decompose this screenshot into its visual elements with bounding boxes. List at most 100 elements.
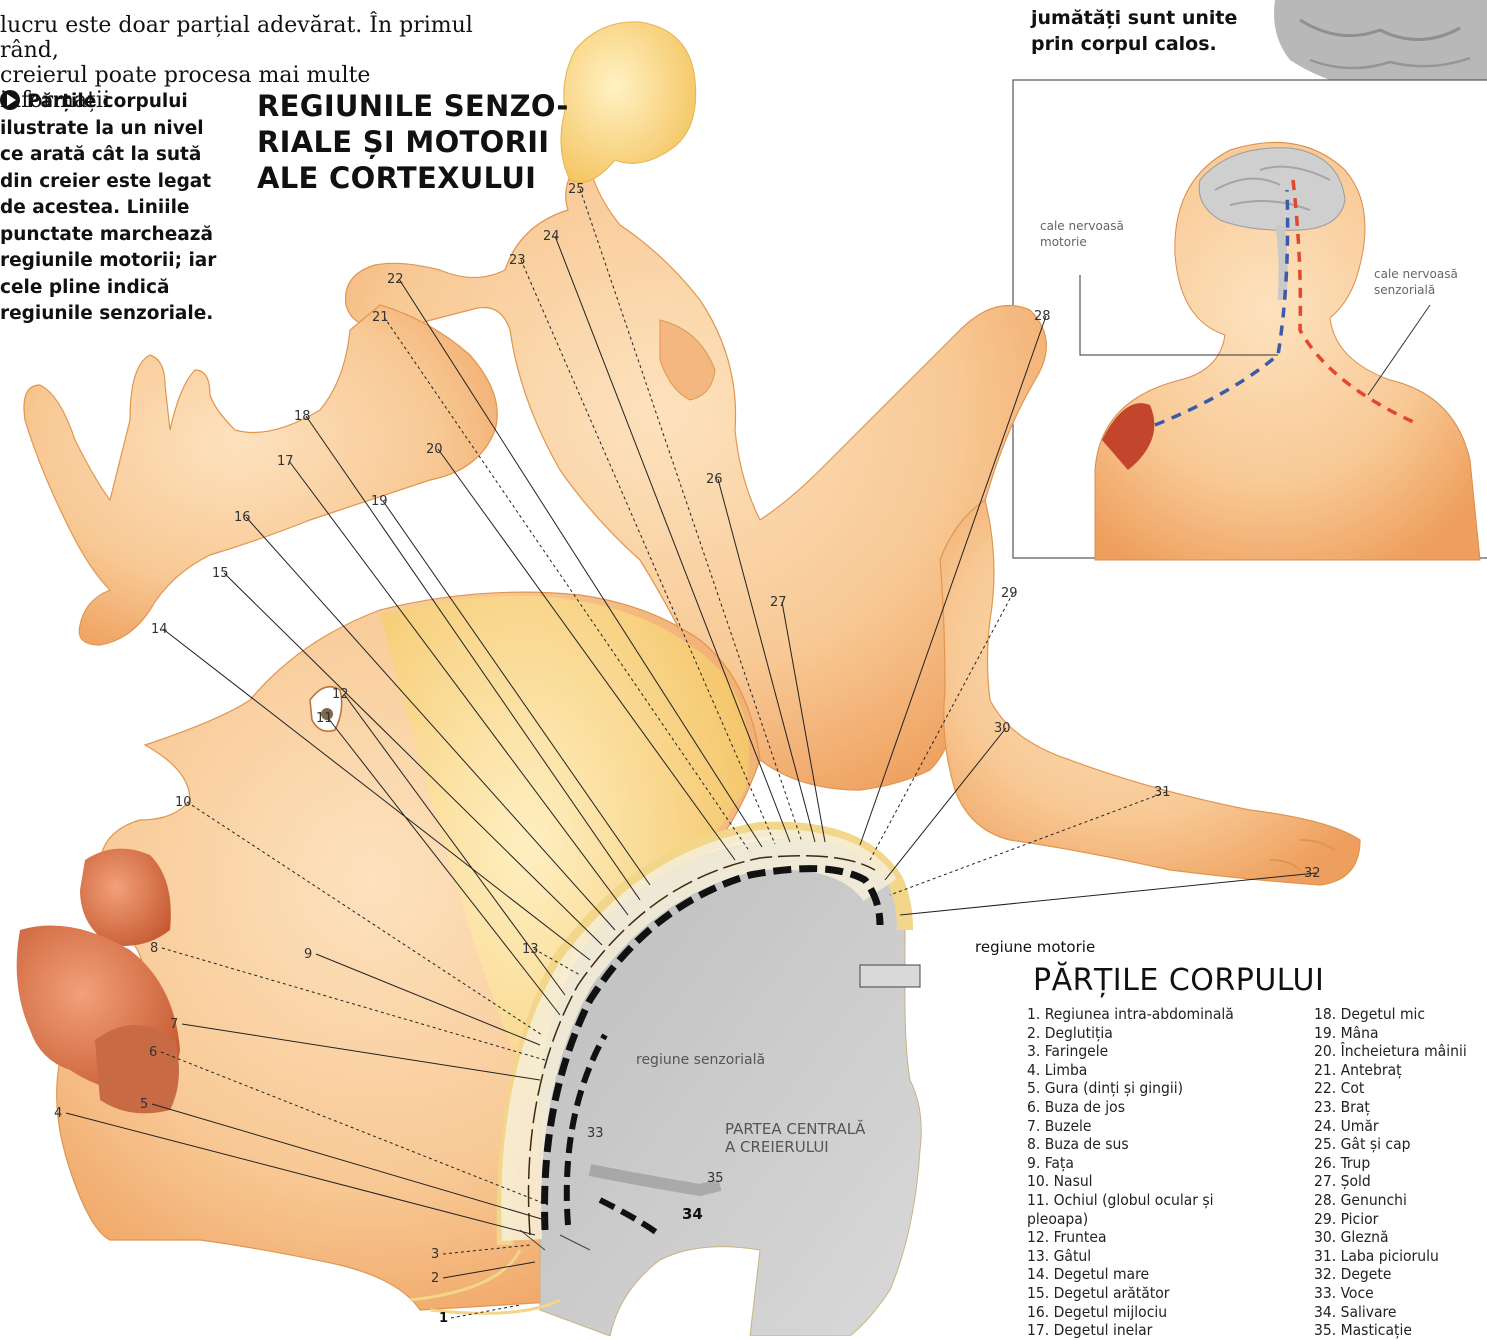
legend-item: 9. Fața bbox=[1027, 1154, 1234, 1173]
body-part-number-6: 6 bbox=[149, 1045, 157, 1060]
body-part-number-18: 18 bbox=[294, 409, 311, 424]
body-part-number-16: 16 bbox=[234, 510, 251, 525]
body-part-number-28: 28 bbox=[1034, 309, 1051, 324]
sensory-region-label: regiune senzorială bbox=[636, 1052, 765, 1068]
legend-item: 19. Mâna bbox=[1314, 1024, 1467, 1043]
body-part-number-12: 12 bbox=[332, 687, 349, 702]
body-part-number-5: 5 bbox=[140, 1097, 148, 1112]
legend-item: 2. Deglutiția bbox=[1027, 1024, 1234, 1043]
body-part-number-7: 7 bbox=[170, 1017, 178, 1032]
spinal-pathway-inset: cale nervoasă motorie cale nervoasă senz… bbox=[1013, 80, 1487, 560]
legend-item: 15. Degetul arătător bbox=[1027, 1284, 1234, 1303]
legend-item: 5. Gura (dinți și gingii) bbox=[1027, 1079, 1234, 1098]
legend-item: 11. Ochiul (globul ocular și bbox=[1027, 1191, 1234, 1210]
legend-item: 12. Fruntea bbox=[1027, 1228, 1234, 1247]
legend-item: 30. Gleznă bbox=[1314, 1228, 1467, 1247]
legend-item: 27. Șold bbox=[1314, 1172, 1467, 1191]
body-part-number-27: 27 bbox=[770, 595, 787, 610]
legend-item: pleoapa) bbox=[1027, 1210, 1234, 1229]
inset-top-caption: jumătăți sunt unite prin corpul calos. bbox=[1031, 5, 1237, 57]
body-part-number-4: 4 bbox=[54, 1106, 62, 1121]
body-part-number-11: 11 bbox=[316, 711, 333, 726]
body-part-number-15: 15 bbox=[212, 566, 229, 581]
inset-sensory-label-1: cale nervoasă bbox=[1374, 267, 1458, 281]
body-part-number-13: 13 bbox=[522, 942, 539, 957]
legend-item: 20. Încheietura mâinii bbox=[1314, 1042, 1467, 1061]
legend-item: 14. Degetul mare bbox=[1027, 1265, 1234, 1284]
body-part-number-2: 2 bbox=[431, 1271, 439, 1286]
body-part-number-9: 9 bbox=[304, 947, 312, 962]
body-part-number-17: 17 bbox=[277, 454, 294, 469]
inset-top-caption-line: jumătăți sunt unite bbox=[1031, 5, 1237, 31]
leader-line bbox=[900, 873, 1316, 915]
legend-item: 16. Degetul mijlociu bbox=[1027, 1303, 1234, 1322]
legend-item: 31. Laba piciorulu bbox=[1314, 1247, 1467, 1266]
legend-item: 24. Umăr bbox=[1314, 1117, 1467, 1136]
left-caption-line: Părțile corpului bbox=[27, 91, 188, 112]
legend-item: 13. Gâtul bbox=[1027, 1247, 1234, 1266]
body-part-number-10: 10 bbox=[175, 795, 192, 810]
left-caption-line: punctate marchează bbox=[0, 222, 240, 249]
central-brain-label: PARTEA CENTRALĂ A CREIERULUI bbox=[725, 1120, 865, 1156]
left-caption-line: regiunile motorii; iar bbox=[0, 248, 240, 275]
body-part-number-30: 30 bbox=[994, 721, 1011, 736]
left-caption-line: ce arată cât la sută bbox=[0, 142, 240, 169]
legend-item: 8. Buza de sus bbox=[1027, 1135, 1234, 1154]
legend-item: 18. Degetul mic bbox=[1314, 1005, 1467, 1024]
body-part-number-25: 25 bbox=[568, 182, 585, 197]
body-part-number-21: 21 bbox=[372, 310, 389, 325]
motor-region-label: regiune motorie bbox=[975, 938, 1095, 956]
body-part-number-29: 29 bbox=[1001, 586, 1018, 601]
inset-sensory-label-2: senzorială bbox=[1374, 283, 1435, 297]
legend-item: 32. Degete bbox=[1314, 1265, 1467, 1284]
body-part-number-20: 20 bbox=[426, 442, 443, 457]
left-caption-line: din creier este legat bbox=[0, 169, 240, 196]
left-caption-line: de acestea. Liniile bbox=[0, 195, 240, 222]
legend-item: 4. Limba bbox=[1027, 1061, 1234, 1080]
left-caption-line: regiunile senzoriale. bbox=[0, 301, 240, 328]
legend-item: 1. Regiunea intra-abdominală bbox=[1027, 1005, 1234, 1024]
body-part-number-35: 35 bbox=[707, 1171, 724, 1186]
body-part-number-22: 22 bbox=[387, 272, 404, 287]
diagram-title: REGIUNILE SENZO- RIALE ȘI MOTORII ALE CO… bbox=[257, 88, 569, 196]
legend-item: 6. Buza de jos bbox=[1027, 1098, 1234, 1117]
body-part-number-3: 3 bbox=[431, 1247, 439, 1262]
central-brain-label-line: PARTEA CENTRALĂ bbox=[725, 1120, 865, 1138]
diagram-title-line: ALE CORTEXULUI bbox=[257, 160, 569, 196]
arrow-right-bullet-icon bbox=[0, 90, 20, 110]
legend-item: 29. Picior bbox=[1314, 1210, 1467, 1229]
legend-item: 21. Antebraț bbox=[1314, 1061, 1467, 1080]
body-part-number-31: 31 bbox=[1154, 785, 1171, 800]
legend-item: 10. Nasul bbox=[1027, 1172, 1234, 1191]
legend-item: 7. Buzele bbox=[1027, 1117, 1234, 1136]
body-part-number-24: 24 bbox=[543, 229, 560, 244]
left-caption-line: cele pline indică bbox=[0, 275, 240, 302]
legend-item: 25. Gât și cap bbox=[1314, 1135, 1467, 1154]
central-brain-label-line: A CREIERULUI bbox=[725, 1138, 865, 1156]
inset-motor-label-2: motorie bbox=[1040, 235, 1087, 249]
body-part-number-32: 32 bbox=[1304, 866, 1321, 881]
legend-title: PĂRȚILE CORPULUI bbox=[1033, 963, 1324, 998]
legend-item: 35. Masticație bbox=[1314, 1321, 1467, 1340]
body-part-number-26: 26 bbox=[706, 472, 723, 487]
legend-item: 26. Trup bbox=[1314, 1154, 1467, 1173]
legend-item: 28. Genunchi bbox=[1314, 1191, 1467, 1210]
legend-item: 22. Cot bbox=[1314, 1079, 1467, 1098]
body-part-number-34: 34 bbox=[682, 1205, 703, 1223]
legend-item: 23. Braț bbox=[1314, 1098, 1467, 1117]
inset-motor-label-1: cale nervoasă bbox=[1040, 219, 1124, 233]
body-part-number-14: 14 bbox=[151, 622, 168, 637]
diagram-title-line: RIALE ȘI MOTORII bbox=[257, 124, 569, 160]
legend-item: 17. Degetul inelar bbox=[1027, 1321, 1234, 1340]
legend-item: 3. Faringele bbox=[1027, 1042, 1234, 1061]
inset-top-caption-line: prin corpul calos. bbox=[1031, 31, 1237, 57]
legend-column-1: 1. Regiunea intra-abdominală2. Deglutiți… bbox=[1027, 1005, 1234, 1340]
body-part-number-8: 8 bbox=[150, 941, 158, 956]
left-caption-line: ilustrate la un nivel bbox=[0, 116, 240, 143]
left-caption: Părțile corpului ilustrate la un nivel c… bbox=[0, 89, 240, 328]
body-part-number-1: 1 bbox=[439, 1311, 448, 1326]
body-part-number-33: 33 bbox=[587, 1126, 604, 1141]
intro-text-line: lucru este doar parțial adevărat. În pri… bbox=[0, 13, 480, 63]
legend-item: 33. Voce bbox=[1314, 1284, 1467, 1303]
